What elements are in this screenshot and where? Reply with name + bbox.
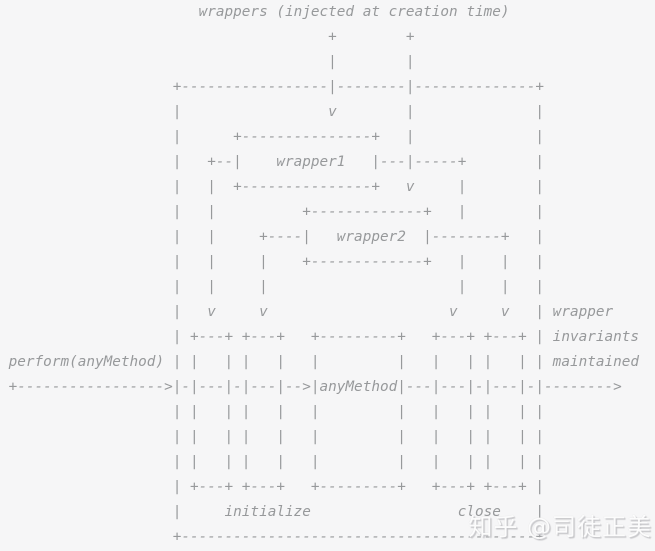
ascii-wrapper-diagram: wrappers (injected at creation time) + +… bbox=[8, 4, 651, 545]
ascii-art: wrappers (injected at creation time) + +… bbox=[8, 4, 640, 545]
